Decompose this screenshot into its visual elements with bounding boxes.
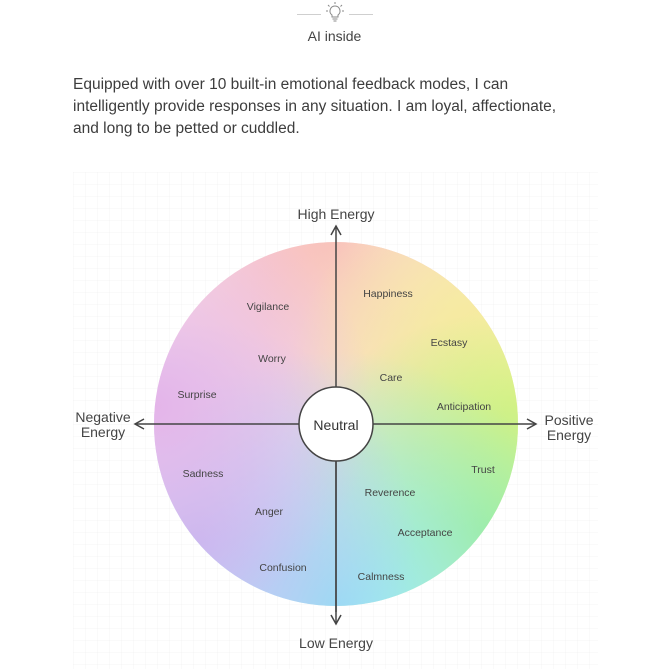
axis-label-positive: Positive xyxy=(544,412,593,428)
lightbulb-icon xyxy=(325,1,345,23)
emotion-reverence: Reverence xyxy=(365,487,416,499)
emotion-acceptance: Acceptance xyxy=(398,527,453,539)
emotion-anticipation: Anticipation xyxy=(437,401,491,413)
emotion-wheel-svg: Neutral High Energy Low Energy Negative … xyxy=(73,172,598,669)
emotion-sadness: Sadness xyxy=(183,468,224,480)
neutral-label: Neutral xyxy=(313,417,358,433)
axis-label-negative: Negative xyxy=(75,409,130,425)
axis-label-positive-energy: Energy xyxy=(547,427,591,443)
emotion-ecstasy: Ecstasy xyxy=(431,337,469,349)
axis-label-negative-energy: Energy xyxy=(81,424,125,440)
header-divider-left xyxy=(297,14,321,15)
neutral-circle xyxy=(298,386,374,462)
intro-text: Equipped with over 10 built-in emotional… xyxy=(73,74,613,140)
intro-line: and long to be petted or cuddled. xyxy=(73,120,300,137)
emotion-calmness: Calmness xyxy=(358,571,405,583)
emotion-happiness: Happiness xyxy=(363,288,413,300)
intro-line: intelligently provide responses in any s… xyxy=(73,98,557,115)
axis-label-high-energy: High Energy xyxy=(297,206,374,222)
emotion-surprise: Surprise xyxy=(177,389,216,401)
emotion-trust: Trust xyxy=(471,464,495,476)
intro-line: Equipped with over 10 built-in emotional… xyxy=(73,76,509,93)
axis-label-low-energy: Low Energy xyxy=(299,635,373,651)
emotion-vigilance: Vigilance xyxy=(247,301,290,313)
emotion-care: Care xyxy=(380,372,403,384)
emotion-worry: Worry xyxy=(258,353,287,365)
section-title: AI inside xyxy=(307,28,362,44)
emotion-anger: Anger xyxy=(255,506,284,518)
header-divider-right xyxy=(349,14,373,15)
emotion-diagram: Neutral High Energy Low Energy Negative … xyxy=(73,172,598,669)
emotion-confusion: Confusion xyxy=(259,562,306,574)
